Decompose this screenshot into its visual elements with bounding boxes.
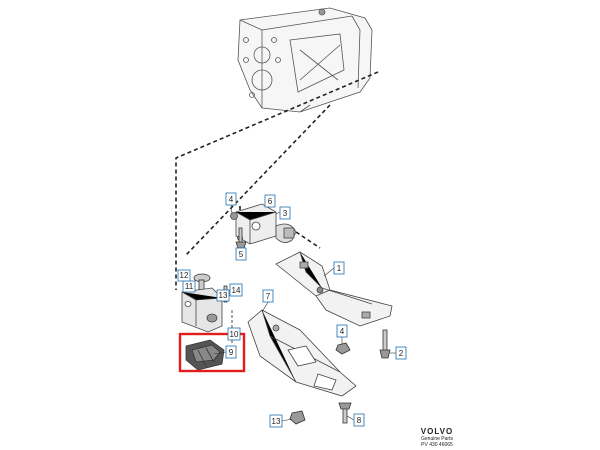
support-plate xyxy=(247,309,357,397)
callout-13-lower[interactable]: 13 xyxy=(269,414,283,428)
svg-text:13: 13 xyxy=(219,291,228,300)
fasteners xyxy=(193,227,391,425)
side-bracket xyxy=(181,287,233,345)
callout-10[interactable]: 10 xyxy=(227,327,241,341)
callout-9[interactable]: 9 xyxy=(225,345,237,359)
svg-text:4: 4 xyxy=(229,195,234,204)
svg-text:13: 13 xyxy=(272,417,281,426)
callout-3[interactable]: 3 xyxy=(279,206,291,220)
callout-5[interactable]: 5 xyxy=(235,247,247,261)
volvo-logo: VOLVO xyxy=(420,427,454,436)
nut-4-lower xyxy=(335,342,351,355)
callout-1[interactable]: 1 xyxy=(333,261,345,275)
callout-4-upper[interactable]: 4 xyxy=(225,192,237,206)
bolt-5 xyxy=(235,227,247,249)
svg-text:3: 3 xyxy=(283,209,288,218)
bolt-8 xyxy=(338,402,352,424)
svg-text:10: 10 xyxy=(230,330,239,339)
svg-text:9: 9 xyxy=(229,348,234,357)
callout-14[interactable]: 14 xyxy=(229,283,243,297)
document-code: PV 430 46065 xyxy=(421,442,453,448)
svg-text:4: 4 xyxy=(340,327,345,336)
svg-text:14: 14 xyxy=(232,286,241,295)
svg-text:11: 11 xyxy=(185,282,194,291)
assembly-dashed-lines xyxy=(175,71,379,290)
callout-11[interactable]: 11 xyxy=(182,280,196,293)
transmission-housing xyxy=(237,7,373,113)
upper-mount-bracket xyxy=(230,198,297,245)
callout-8[interactable]: 8 xyxy=(353,413,365,427)
svg-text:6: 6 xyxy=(268,197,273,206)
highlight-box xyxy=(178,332,246,373)
svg-text:12: 12 xyxy=(180,271,189,280)
callout-7[interactable]: 7 xyxy=(262,289,274,303)
svg-text:7: 7 xyxy=(266,292,271,301)
callout-6[interactable]: 6 xyxy=(264,194,276,208)
brand-block: VOLVO Genuine Parts PV 430 46065 xyxy=(412,427,462,449)
callout-2[interactable]: 2 xyxy=(395,346,407,360)
brand-tagline: Genuine Parts xyxy=(421,436,453,442)
rubber-mount xyxy=(185,339,225,371)
svg-text:5: 5 xyxy=(239,250,244,259)
svg-text:8: 8 xyxy=(357,416,362,425)
bolt-2 xyxy=(379,329,391,359)
nut-13-lower xyxy=(289,410,306,425)
crossmember xyxy=(275,251,393,327)
svg-text:1: 1 xyxy=(337,264,342,273)
callout-13-upper[interactable]: 13 xyxy=(216,289,230,302)
callouts: 1 2 3 4 4 5 6 xyxy=(177,192,407,428)
callout-12[interactable]: 12 xyxy=(177,269,191,282)
callout-4-lower[interactable]: 4 xyxy=(336,324,348,338)
svg-text:2: 2 xyxy=(399,349,404,358)
